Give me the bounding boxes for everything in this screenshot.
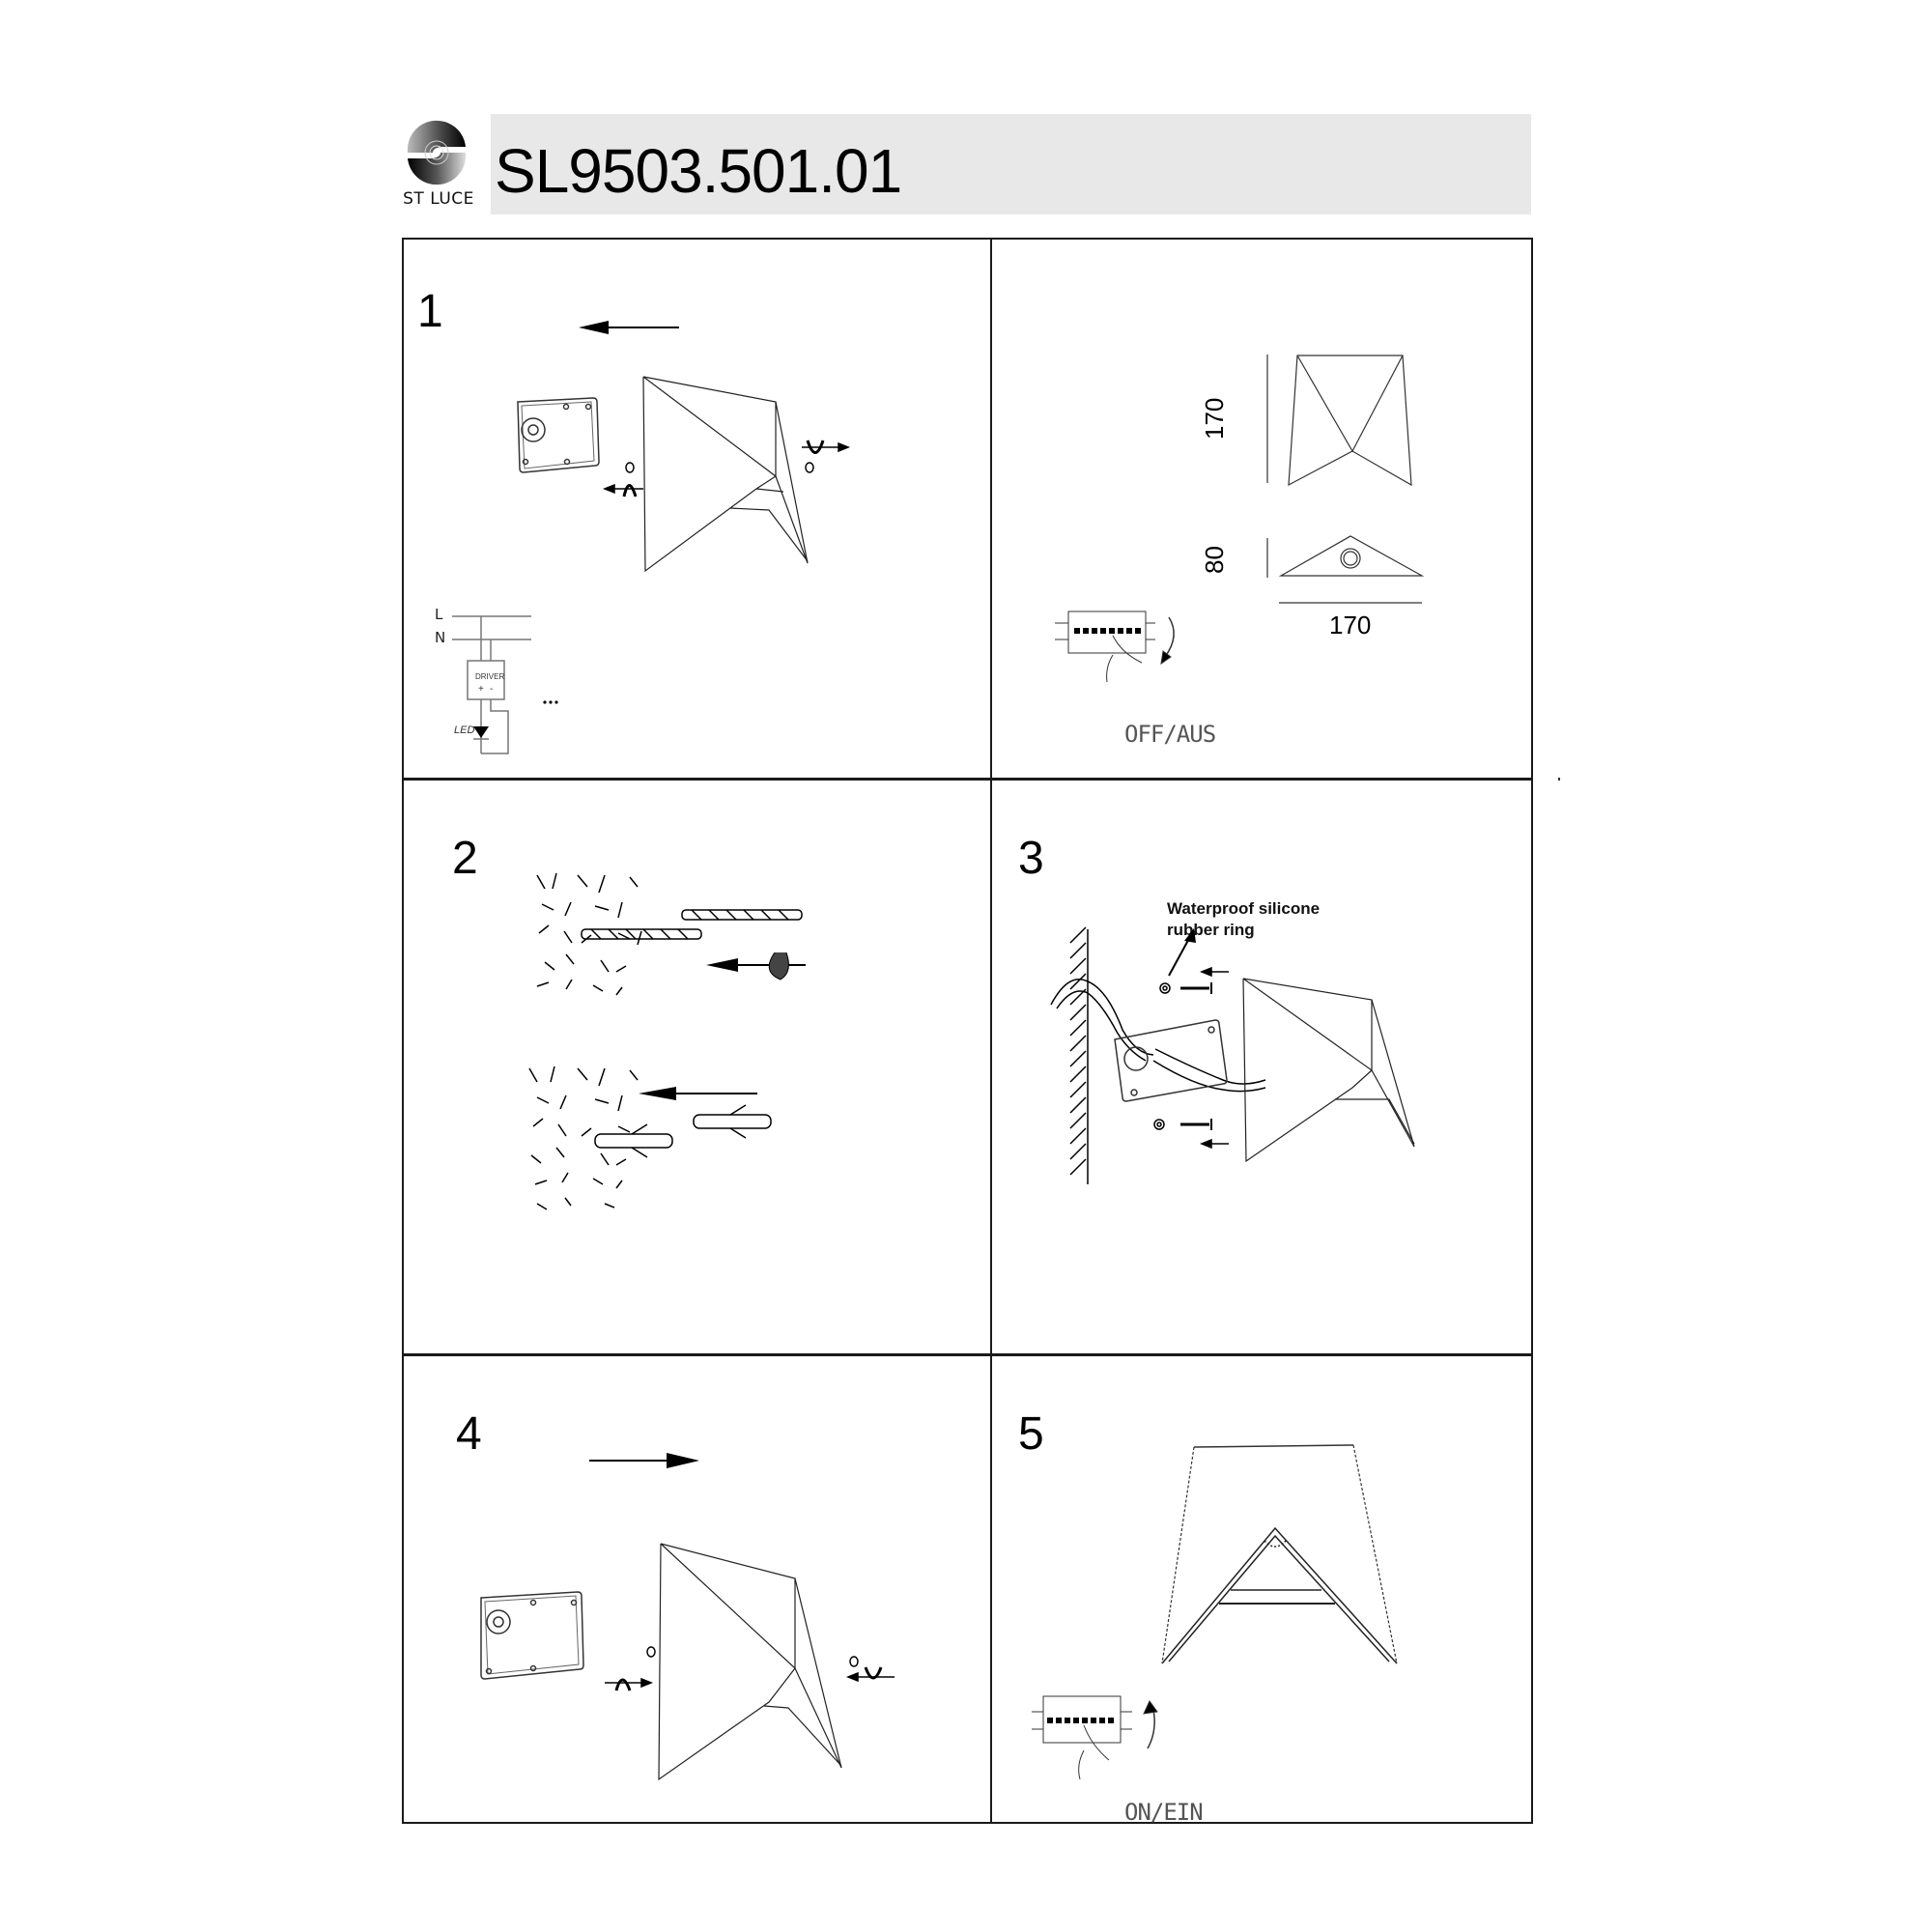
panel-dimensions: 170 80 170 OFF/AUS [991, 238, 1533, 779]
arrow-left-icon [639, 1087, 757, 1100]
power-on-illustration [1032, 1444, 1398, 1780]
fixture-icon [658, 1543, 842, 1781]
fixture-icon [1161, 1526, 1398, 1664]
panel-step-1: 1 [402, 238, 991, 779]
driver-label: DRIVER [475, 672, 505, 681]
step-number: 2 [452, 833, 478, 884]
drilling-illustration [528, 872, 806, 1210]
screw-right-icon [802, 440, 851, 473]
annotation-arrow-icon [1168, 928, 1196, 977]
step-number: 3 [1018, 833, 1044, 884]
wall-hatched-icon [1069, 926, 1089, 1184]
fixture-removal-illustration [452, 321, 851, 754]
wall-texture-lower [528, 1065, 639, 1210]
wall-mounting-illustration [1050, 926, 1415, 1184]
drill-bit-icon [581, 909, 803, 940]
dimension-width: 170 [1329, 611, 1372, 639]
step-number: 4 [456, 1408, 482, 1460]
fixture-attach-illustration [480, 1453, 895, 1781]
arrow-left-icon [579, 321, 679, 334]
screw-upper-icon [1159, 966, 1229, 994]
title-bar [491, 114, 1531, 214]
mounting-plate-icon [1114, 1019, 1228, 1102]
driver-plus: + [478, 684, 484, 695]
top-view-icon [1266, 535, 1425, 604]
dimension-depth: 80 [1200, 546, 1229, 574]
light-beam-icon [1161, 1444, 1398, 1664]
switch-on-caption: ON/EIN [1124, 1799, 1204, 1826]
fixture-icon [1242, 978, 1415, 1163]
step-number: 1 [417, 286, 443, 337]
driver-minus: - [490, 684, 494, 695]
grid-column-divider [990, 238, 992, 1824]
circuit-breaker-off-icon [1055, 611, 1175, 683]
panel-step-3: 3 Waterproof silicone rubber ring [991, 779, 1533, 1354]
panel-step-5: 5 ON/EIN [991, 1354, 1533, 1826]
grid-row-divider-1 [402, 778, 1533, 781]
model-code-title: SL9503.501.01 [495, 136, 902, 206]
wire-label-neutral: N [435, 629, 446, 646]
rubber-ring-annotation-line1: Waterproof silicone [1167, 899, 1321, 918]
screw-left-icon [605, 1646, 656, 1691]
wiring-diagram [452, 615, 531, 754]
front-view-icon [1266, 355, 1412, 487]
ellipsis-dots [543, 700, 558, 704]
stray-mark [1558, 778, 1560, 781]
wire-label-line: L [435, 606, 443, 623]
instruction-grid [402, 238, 1533, 1824]
switch-off-caption: OFF/AUS [1124, 721, 1216, 748]
mounting-plate-icon [517, 397, 600, 473]
grid-row-divider-2 [402, 1353, 1533, 1356]
drill-rotation-arrow-icon [706, 952, 806, 980]
circuit-breaker-on-icon [1032, 1695, 1158, 1780]
cable-icon [1050, 979, 1266, 1093]
arrow-right-icon [589, 1453, 699, 1468]
panel-step-2: 2 [402, 779, 991, 1354]
led-label: LED [454, 724, 475, 736]
screw-left-icon [602, 462, 643, 497]
wall-plug-icon [594, 1104, 772, 1158]
panel-step-4: 4 [402, 1354, 991, 1824]
step-number: 5 [1018, 1408, 1044, 1460]
wall-texture-upper [536, 872, 642, 996]
screw-lower-icon [1153, 1119, 1229, 1150]
rubber-ring-annotation-line2: rubber ring [1167, 921, 1255, 939]
fixture-icon [642, 376, 809, 573]
screw-right-icon [845, 1656, 895, 1683]
dimension-drawing [1055, 355, 1425, 683]
dimension-height: 170 [1200, 397, 1229, 440]
brand-name: ST LUCE [403, 189, 474, 209]
mounting-plate-icon [480, 1591, 584, 1680]
st-luce-logo-icon [404, 120, 469, 185]
